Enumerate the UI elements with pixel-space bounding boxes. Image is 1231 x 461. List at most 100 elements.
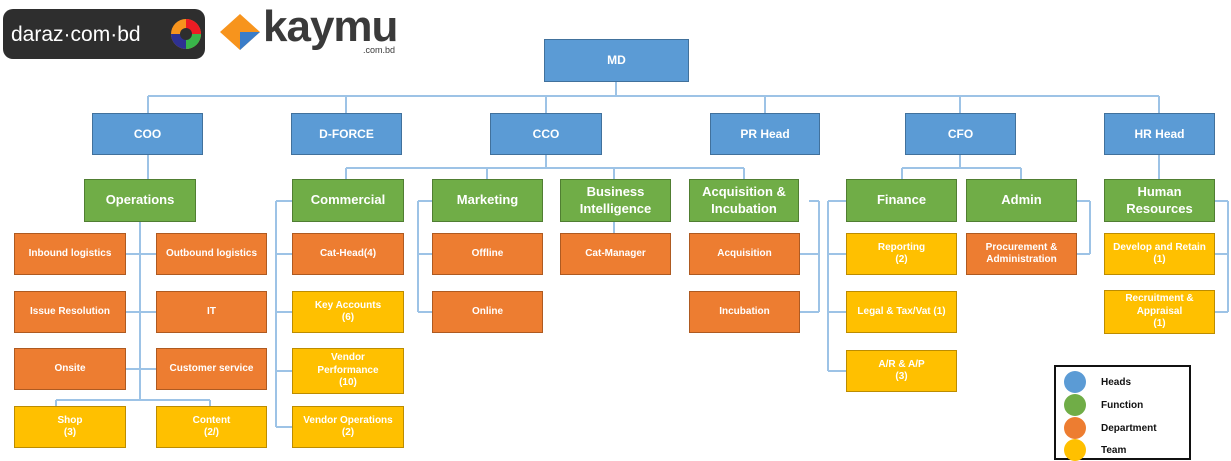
hr-head-label: HR Head [1134, 126, 1185, 141]
department-swatch-icon [1064, 417, 1086, 439]
cat-manager-label: Cat-Manager [585, 247, 646, 259]
finance-node[interactable]: Finance [846, 179, 957, 222]
cat-manager-node[interactable]: Cat-Manager [560, 233, 671, 275]
key-accounts-node[interactable]: Key Accounts (6) [292, 291, 404, 333]
it-node[interactable]: IT [156, 291, 267, 333]
online-label: Online [471, 305, 504, 317]
daraz-logo: daraz·com·bd [3, 9, 205, 59]
offline-label: Offline [471, 247, 504, 259]
legal-tax-node[interactable]: Legal & Tax/Vat (1) [846, 291, 957, 333]
pr-head-label: PR Head [740, 126, 790, 141]
business-intelligence-label-line1: Business [586, 184, 645, 200]
customer-service-label: Customer service [169, 362, 254, 374]
shop-node[interactable]: Shop (3) [14, 406, 126, 448]
vendor-operations-count: (2) [341, 427, 355, 438]
business-intelligence-node[interactable]: Business Intelligence [560, 179, 671, 222]
finance-label: Finance [876, 192, 927, 208]
issue-resolution-label: Issue Resolution [29, 305, 110, 317]
function-swatch-icon [1064, 394, 1086, 416]
vendor-performance-label-line2: Performance [317, 364, 379, 376]
recruitment-label-line1: Recruitment & [1125, 293, 1194, 305]
procurement-administration-node[interactable]: Procurement & Administration [966, 233, 1077, 275]
team-swatch-icon [1064, 439, 1086, 461]
ar-ap-node[interactable]: A/R & A/P (3) [846, 350, 957, 392]
acquisition-incubation-label-line1: Acquisition & [702, 184, 786, 200]
cco-label: CCO [532, 126, 560, 141]
coo-label: COO [133, 126, 162, 141]
legend-heads-label: Heads [1101, 376, 1132, 388]
business-intelligence-label-line2: Intelligence [579, 200, 652, 216]
ar-ap-count: (3) [895, 371, 908, 382]
develop-retain-label: Develop and Retain [1113, 241, 1206, 253]
admin-node[interactable]: Admin [966, 179, 1077, 222]
reporting-node[interactable]: Reporting (2) [846, 233, 957, 275]
daraz-color-mark [171, 19, 201, 49]
issue-resolution-node[interactable]: Issue Resolution [14, 291, 126, 333]
cfo-label: CFO [947, 126, 974, 141]
incubation-node[interactable]: Incubation [689, 291, 800, 333]
inbound-logistics-label: Inbound logistics [28, 247, 112, 259]
heads-swatch-icon [1064, 371, 1086, 393]
hr-head-node[interactable]: HR Head [1104, 113, 1215, 155]
cat-head-label: Cat-Head(4) [319, 247, 377, 259]
legal-tax-label: Legal & Tax/Vat (1) [857, 305, 946, 317]
ar-ap-label: A/R & A/P [878, 358, 925, 370]
incubation-label: Incubation [719, 305, 770, 317]
cco-node[interactable]: CCO [490, 113, 602, 155]
recruitment-label-line2: Appraisal [1136, 305, 1183, 317]
legend-department-label: Department [1101, 422, 1157, 434]
operations-node[interactable]: Operations [84, 179, 196, 222]
kaymu-logo-text: kaymu [263, 2, 398, 51]
kaymu-diamond-icon [220, 14, 260, 50]
key-accounts-label: Key Accounts [314, 299, 382, 311]
develop-retain-node[interactable]: Develop and Retain (1) [1104, 233, 1215, 275]
cat-head-node[interactable]: Cat-Head(4) [292, 233, 404, 275]
reporting-label: Reporting [877, 241, 926, 253]
marketing-label: Marketing [456, 192, 519, 208]
recruitment-count: (1) [1153, 318, 1166, 330]
onsite-node[interactable]: Onsite [14, 348, 126, 390]
md-node[interactable]: MD [544, 39, 689, 82]
dforce-node[interactable]: D-FORCE [291, 113, 402, 155]
commercial-node[interactable]: Commercial [292, 179, 404, 222]
human-resources-label-line2: Resources [1126, 200, 1193, 216]
legend-function: Function [1064, 394, 1143, 416]
marketing-node[interactable]: Marketing [432, 179, 543, 222]
it-label: IT [207, 305, 216, 317]
outbound-logistics-node[interactable]: Outbound logistics [156, 233, 267, 275]
coo-node[interactable]: COO [92, 113, 203, 155]
inbound-logistics-node[interactable]: Inbound logistics [14, 233, 126, 275]
md-label: MD [607, 53, 626, 67]
vendor-performance-count: (10) [339, 377, 357, 389]
admin-label: Admin [1001, 192, 1042, 208]
recruitment-appraisal-node[interactable]: Recruitment & Appraisal (1) [1104, 290, 1215, 334]
vendor-performance-node[interactable]: Vendor Performance (10) [292, 348, 404, 394]
vendor-operations-node[interactable]: Vendor Operations (2) [292, 406, 404, 448]
acquisition-node[interactable]: Acquisition [689, 233, 800, 275]
human-resources-label-line1: Human [1137, 184, 1182, 200]
customer-service-node[interactable]: Customer service [156, 348, 267, 390]
procurement-label-line1: Procurement & [985, 241, 1058, 253]
content-label: Content [192, 414, 231, 426]
content-node[interactable]: Content (2/) [156, 406, 267, 448]
legend-heads: Heads [1064, 371, 1131, 393]
vendor-operations-label: Vendor Operations [303, 414, 393, 426]
acquisition-incubation-label-line2: Incubation [711, 200, 777, 216]
dforce-label: D-FORCE [319, 126, 374, 141]
legend-function-label: Function [1101, 399, 1144, 411]
human-resources-node[interactable]: Human Resources [1104, 179, 1215, 222]
acquisition-incubation-node[interactable]: Acquisition & Incubation [689, 179, 799, 222]
legend: Heads Function Department Team [1054, 365, 1191, 461]
online-node[interactable]: Online [432, 291, 543, 333]
commercial-label: Commercial [310, 192, 386, 208]
pr-head-node[interactable]: PR Head [710, 113, 820, 155]
legend-department: Department [1064, 417, 1157, 439]
offline-node[interactable]: Offline [432, 233, 543, 275]
cfo-node[interactable]: CFO [905, 113, 1016, 155]
kaymu-logo-subtext: .com.bd [363, 45, 396, 55]
outbound-logistics-label: Outbound logistics [165, 247, 258, 259]
content-count: (2/) [204, 427, 219, 438]
key-accounts-count: (6) [341, 312, 355, 323]
operations-label: Operations [105, 192, 175, 208]
